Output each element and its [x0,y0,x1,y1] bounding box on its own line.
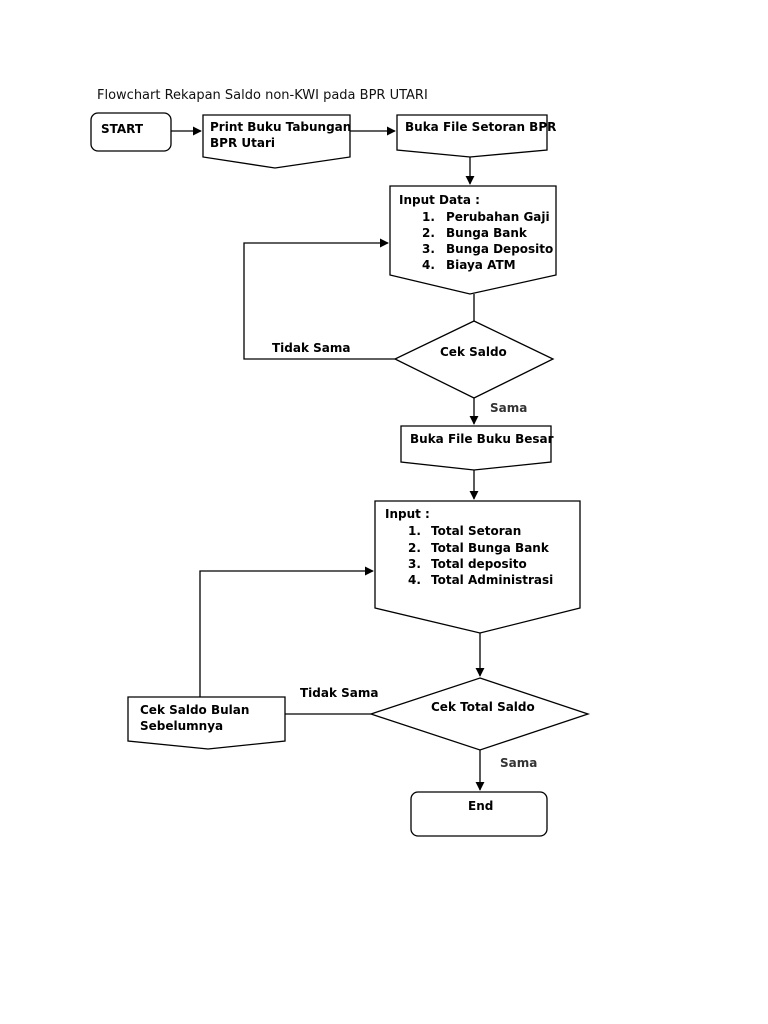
input-total-heading: Input : [385,507,430,521]
cek-bulan-label-line2: Sebelumnya [140,719,223,733]
input-data-document [389,185,557,295]
cek-saldo-bulan-sebelumnya-document [127,696,286,750]
list-item-number: 2. [408,541,421,555]
start-terminator [90,112,172,152]
cek-total-saldo-decision [368,677,591,751]
input-total-list: 1. Total Setoran 2. Total Bunga Bank 3. … [408,524,553,587]
tidak-sama-label-1: Tidak Sama [272,341,351,355]
buka-buku-besar-label: Buka File Buku Besar [410,432,554,446]
cek-saldo-decision [393,320,555,399]
list-item-number: 2. [422,226,435,240]
flowchart-title: Flowchart Rekapan Saldo non-KWI pada BPR… [97,88,428,103]
list-item-text: Biaya ATM [446,258,516,272]
list-item-text: Total Setoran [431,524,521,538]
list-item-number: 3. [408,557,421,571]
list-item-number: 4. [422,258,435,272]
input-data-list: 1. Perubahan Gaji 2. Bunga Bank 3. Bunga… [422,210,553,272]
end-label: End [468,799,493,813]
sama-label-2: Sama [500,756,537,770]
print-buku-tabungan-document [202,114,351,169]
print-label-line1: Print Buku Tabungan [210,120,351,134]
list-item-number: 4. [408,573,421,587]
list-item-number: 1. [408,524,421,538]
input-data-heading: Input Data : [399,193,480,207]
print-label-line2: BPR Utari [210,136,275,150]
list-item-text: Total deposito [431,557,527,571]
cek-saldo-label: Cek Saldo [440,345,507,359]
list-item-number: 1. [422,210,435,224]
loop-tidak-sama-1 [243,238,395,360]
cek-total-saldo-label: Cek Total Saldo [431,700,535,714]
start-label: START [101,122,144,136]
end-terminator [410,791,548,837]
buka-setoran-label: Buka File Setoran BPR [405,120,556,134]
sama-label-1: Sama [490,401,527,415]
tidak-sama-label-2: Tidak Sama [300,686,379,700]
loop-tidak-sama-2 [199,566,374,697]
list-item-text: Total Administrasi [431,573,553,587]
list-item-text: Total Bunga Bank [431,541,550,555]
list-item-number: 3. [422,242,435,256]
list-item-text: Perubahan Gaji [446,210,550,224]
list-item-text: Bunga Deposito [446,242,553,256]
cek-bulan-label-line1: Cek Saldo Bulan [140,703,249,717]
buka-file-setoran-document [396,114,548,158]
input-total-document [374,500,581,634]
buka-file-buku-besar-document [400,425,552,471]
list-item-text: Bunga Bank [446,226,528,240]
